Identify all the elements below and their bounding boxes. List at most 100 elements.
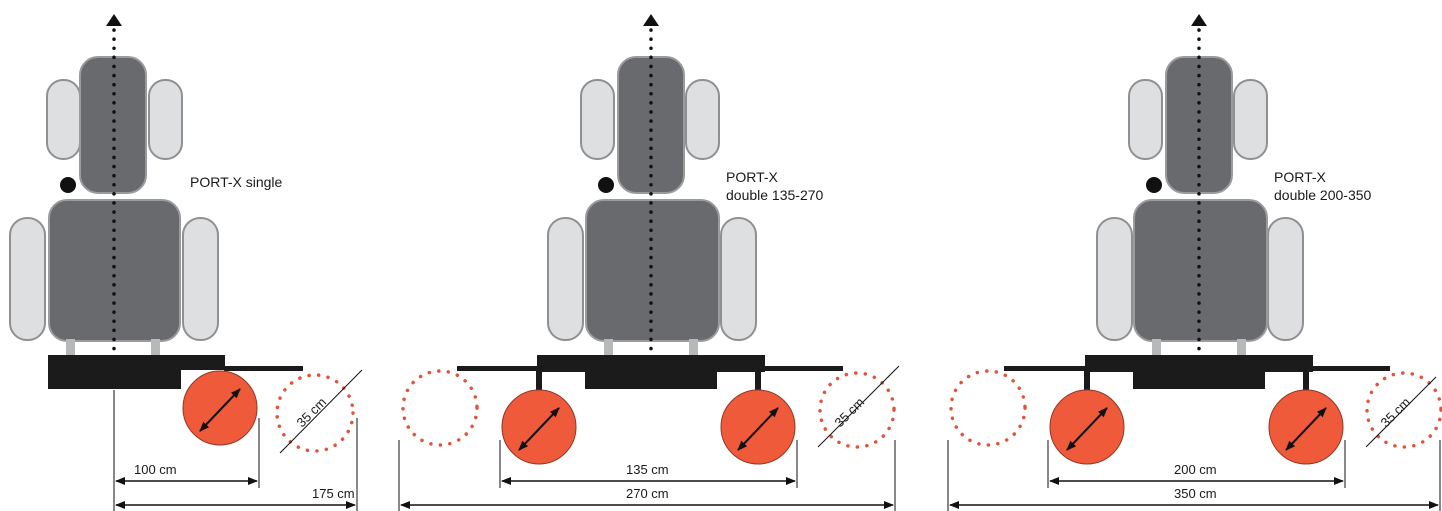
frame-extension-left <box>1085 355 1135 372</box>
dotted-wheel-outline <box>275 373 355 453</box>
tractor-cab <box>585 199 720 342</box>
dimension-label-total-width: 175 cm <box>312 486 355 501</box>
implement-frame <box>48 355 303 389</box>
optional-wheel-position-right: 35 cm <box>817 365 900 449</box>
double-headed-arrow-icon <box>737 407 779 451</box>
telescopic-arm-right <box>763 366 843 371</box>
tractor <box>1096 56 1304 357</box>
implement-frame <box>1004 355 1390 392</box>
frame-extension-right <box>1263 355 1313 372</box>
dotted-wheel-outline <box>818 371 896 449</box>
front-right-tire <box>685 79 720 160</box>
dimension-label-total-width: 270 cm <box>626 486 669 501</box>
double-headed-arrow-icon <box>1066 407 1108 451</box>
frame-extension-left <box>537 355 587 372</box>
wheel-strut-left <box>536 370 542 392</box>
working-wheel-right <box>720 389 796 465</box>
front-left-tire <box>580 79 615 160</box>
rear-left-tire <box>547 217 584 341</box>
direction-arrow-up-icon <box>1191 14 1207 26</box>
dimension-label-working-width: 100 cm <box>134 462 177 477</box>
dotted-wheel-outline <box>1365 371 1442 449</box>
tractor-cab <box>1133 199 1268 342</box>
dimension-lines: 100 cm 175 cm <box>113 390 358 511</box>
telescopic-arm <box>224 366 303 371</box>
dotted-wheel-outline <box>949 369 1027 447</box>
double-headed-arrow-icon <box>1285 407 1327 451</box>
front-left-tire <box>1128 79 1163 160</box>
direction-arrow-up-icon <box>106 14 122 26</box>
rear-left-tire <box>9 217 46 341</box>
wheel-disc <box>720 389 796 465</box>
main-frame-block <box>585 355 717 389</box>
model-title-line-2: double 200-350 <box>1274 187 1372 203</box>
tractor-hood <box>1165 56 1233 194</box>
model-title-line-1: PORT-X <box>726 169 779 185</box>
working-wheel <box>182 370 258 446</box>
exhaust-dot <box>1146 177 1162 193</box>
dimension-label-working-width: 200 cm <box>1174 462 1217 477</box>
dimension-lines: 135 cm 270 cm <box>398 440 896 511</box>
model-title-line-1: PORT-X single <box>190 174 283 190</box>
main-frame-block <box>48 355 181 389</box>
rear-right-tire <box>1267 217 1304 341</box>
optional-wheel-position-left <box>949 369 1027 447</box>
exhaust-dot <box>60 177 76 193</box>
telescopic-arm-right <box>1311 366 1390 371</box>
direction-arrow-up-icon <box>643 14 659 26</box>
telescopic-arm-left <box>457 366 539 371</box>
diagram-double-200-350: 35 cm PORT-X double 200-350 200 cm 350 c… <box>947 14 1442 511</box>
model-title-line-2: double 135-270 <box>726 187 824 203</box>
wheel-disc <box>501 389 577 465</box>
double-headed-arrow-icon <box>199 388 241 432</box>
wheel-diameter-label: 35 cm <box>832 394 868 430</box>
hitch-link-left <box>1152 339 1161 357</box>
tractor <box>9 56 219 357</box>
exhaust-dot <box>598 177 614 193</box>
wheel-strut-right <box>755 370 761 392</box>
diagram-double-135-270: 35 cm PORT-X double 135-270 135 cm 270 c… <box>398 14 900 511</box>
front-left-tire <box>46 79 81 160</box>
tractor-hood <box>617 56 685 194</box>
hitch-link-left <box>604 339 613 357</box>
wheel-diameter-line <box>1365 376 1437 448</box>
hitch-link-left <box>66 339 75 357</box>
wheel-strut-left <box>1084 370 1090 392</box>
dimension-label-total-width: 350 cm <box>1174 486 1217 501</box>
wheel-diameter-line <box>817 365 900 448</box>
wheel-diameter-label: 35 cm <box>294 394 330 430</box>
working-wheel-left <box>501 389 577 465</box>
wheel-disc <box>1049 389 1125 465</box>
front-right-tire <box>1233 79 1268 160</box>
rear-left-tire <box>1096 217 1133 341</box>
hitch-link-right <box>689 339 698 357</box>
optional-wheel-position: 35 cm <box>275 369 363 454</box>
rear-right-tire <box>720 217 757 341</box>
working-wheel-right <box>1268 389 1344 465</box>
hitch-link-right <box>1237 339 1246 357</box>
tractor-hood <box>79 56 147 194</box>
tractor <box>547 56 757 357</box>
front-right-tire <box>148 79 183 160</box>
optional-wheel-position-left <box>401 369 479 447</box>
model-title-line-1: PORT-X <box>1274 169 1327 185</box>
rear-right-tire <box>182 217 219 341</box>
frame-extension <box>180 355 225 370</box>
wheel-diameter-line <box>279 369 363 454</box>
implement-frame <box>457 355 843 392</box>
wheel-disc <box>1268 389 1344 465</box>
optional-wheel-position-right: 35 cm <box>1365 371 1442 449</box>
hitch-link-right <box>151 339 160 357</box>
dimension-label-working-width: 135 cm <box>626 462 669 477</box>
wheel-disc <box>182 370 258 446</box>
main-frame-block <box>1133 355 1265 389</box>
double-headed-arrow-icon <box>518 407 560 451</box>
telescopic-arm-left <box>1004 366 1087 371</box>
frame-extension-right <box>715 355 765 372</box>
dotted-wheel-outline <box>401 369 479 447</box>
diagram-single: 35 cm PORT-X single 100 cm 175 cm <box>9 14 363 511</box>
wheel-diameter-label: 35 cm <box>1378 394 1414 430</box>
wheel-strut-right <box>1303 370 1309 392</box>
